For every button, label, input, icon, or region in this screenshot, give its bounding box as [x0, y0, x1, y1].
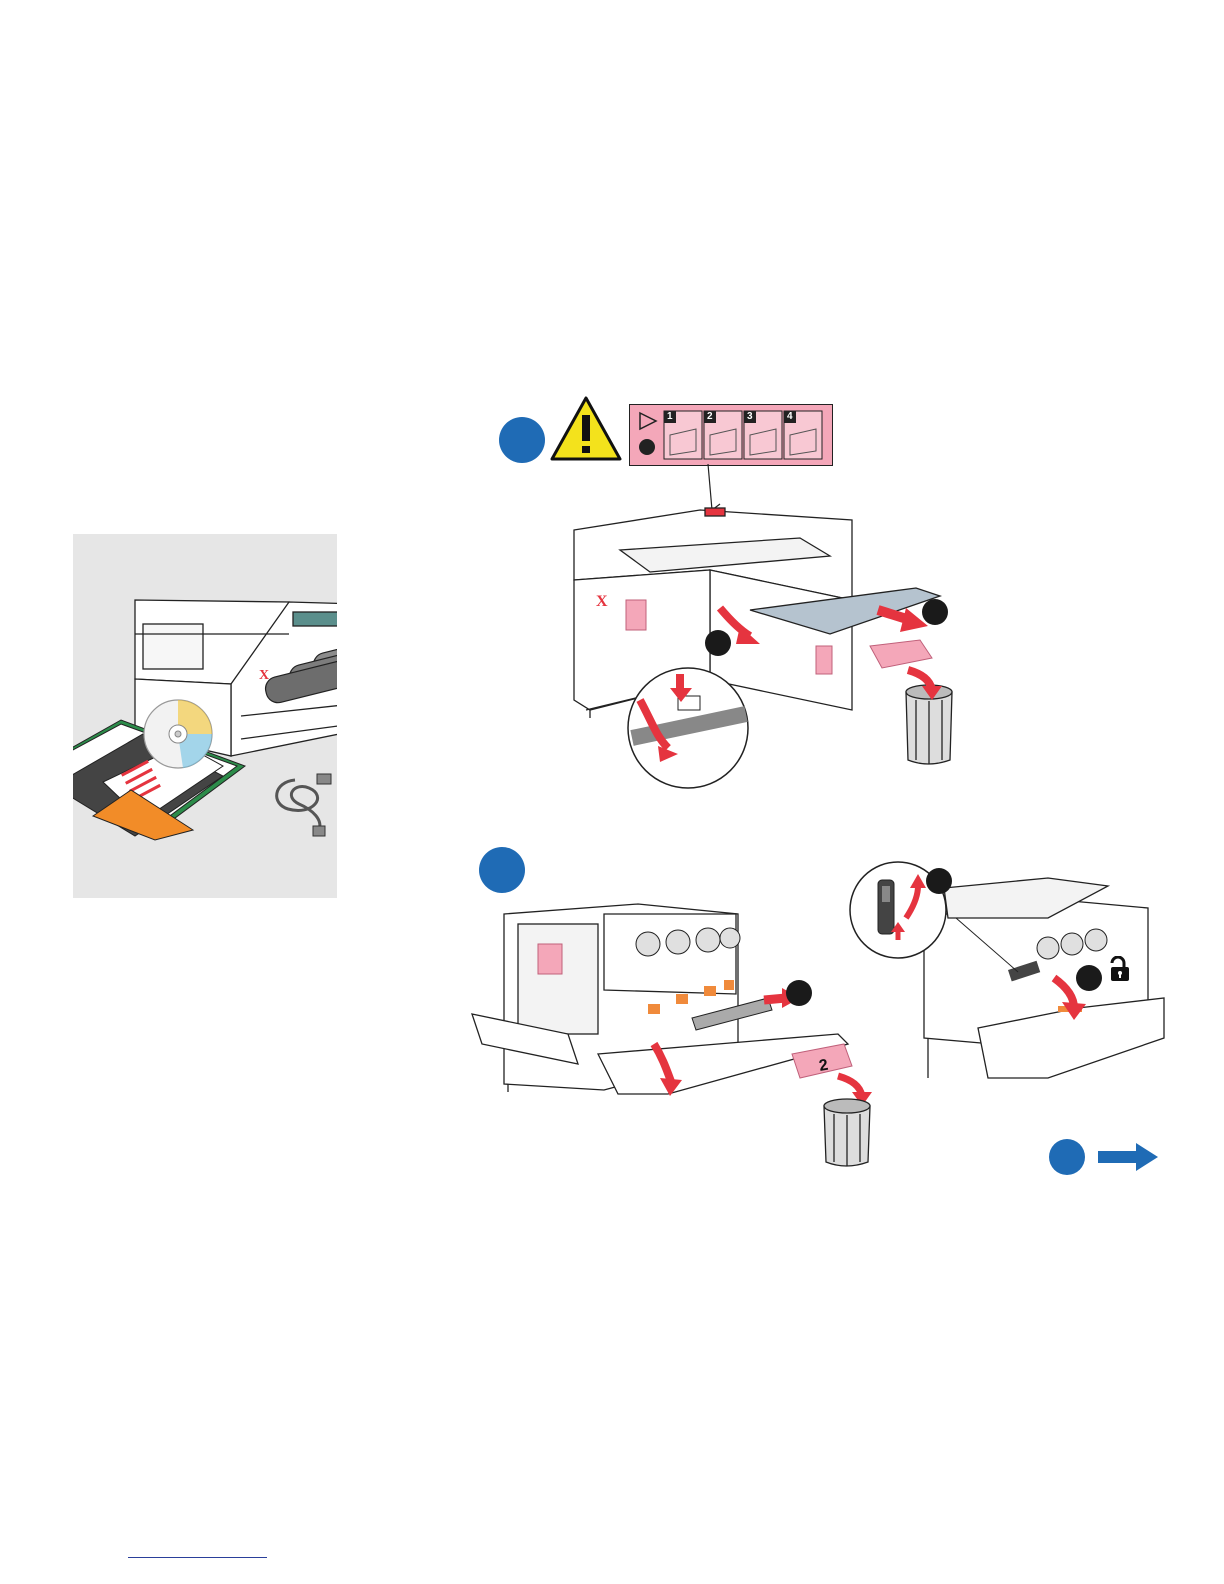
unlock-padlock-icon: [1108, 956, 1132, 982]
warning-label-art: [630, 405, 832, 465]
trash-can-icon: [906, 685, 952, 764]
step-2-trash-can-icon: [824, 1099, 870, 1166]
step-1-printer-illustration: X: [560, 460, 980, 790]
warning-triangle-icon: [549, 395, 623, 463]
power-cord-icon: [277, 774, 331, 836]
substep-marker-2b: [926, 868, 952, 894]
footer-rule: [128, 1557, 267, 1558]
shipping-tag: [626, 600, 646, 630]
removed-tag: [870, 640, 932, 668]
warning-label-number-4: 4: [787, 411, 793, 422]
step-2-printer-illustration: 2: [468, 894, 878, 1174]
shipping-tag-2: [816, 646, 832, 674]
warning-label-number-2: 2: [707, 411, 713, 422]
substep-marker-2a: [786, 980, 812, 1006]
warning-label: 1 2 3 4: [629, 404, 833, 466]
step-1-marker: [499, 417, 545, 463]
package-contents-illustration: X: [73, 534, 337, 898]
step-3-marker[interactable]: [1049, 1139, 1085, 1175]
step-2-marker: [479, 847, 525, 893]
step-1-printer-logo: X: [596, 593, 608, 610]
cd-icon: [144, 700, 212, 768]
warning-label-number-1: 1: [667, 411, 673, 422]
warning-label-number-3: 3: [747, 411, 753, 422]
substep-marker-2c: [1076, 965, 1102, 991]
package-contents-panel: X: [73, 534, 337, 898]
printer-logo: X: [259, 668, 269, 683]
substep-marker-1a: [922, 599, 948, 625]
substep-marker-1b: [705, 630, 731, 656]
next-arrow-icon[interactable]: [1098, 1143, 1160, 1171]
